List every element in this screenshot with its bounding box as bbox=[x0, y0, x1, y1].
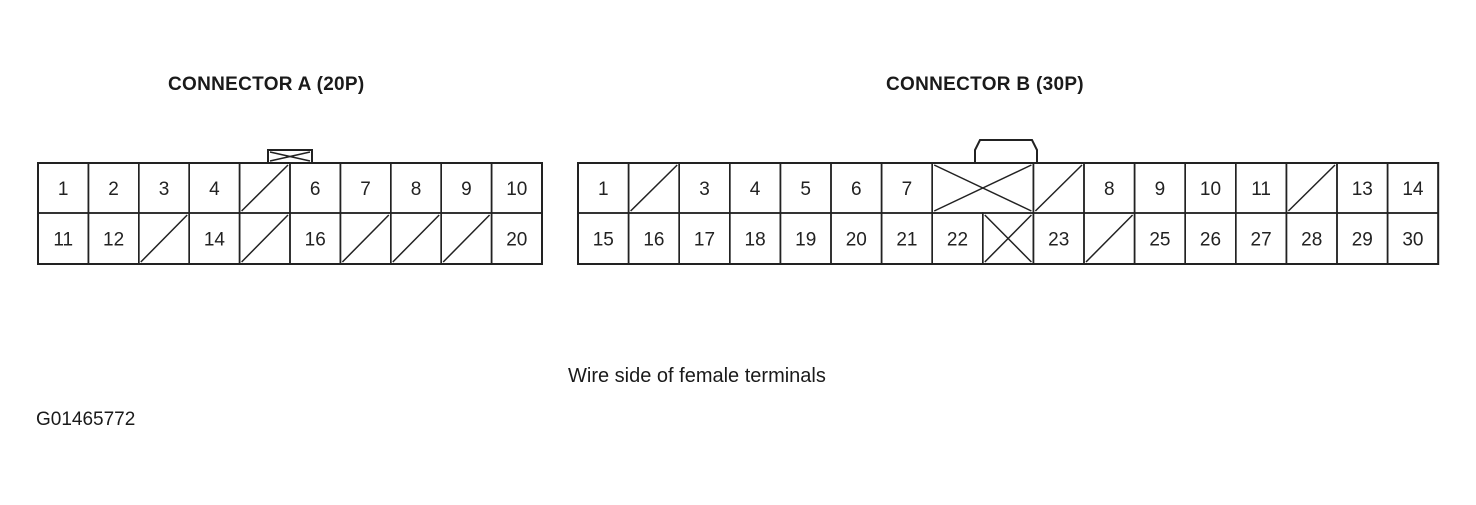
terminal-number: 30 bbox=[1402, 230, 1423, 251]
terminal-number: 3 bbox=[159, 179, 170, 200]
connector-b-body bbox=[577, 162, 1440, 265]
terminal-number: 18 bbox=[745, 230, 766, 251]
terminal-number: 10 bbox=[506, 179, 527, 200]
terminal-number: 12 bbox=[103, 230, 124, 251]
unused-terminal-slash bbox=[1085, 214, 1134, 263]
terminal-number: 6 bbox=[310, 179, 321, 200]
unused-terminal-slash bbox=[341, 214, 390, 263]
terminal-number: 22 bbox=[947, 230, 968, 251]
terminal-number: 14 bbox=[1402, 179, 1424, 200]
diagram-caption: Wire side of female terminals bbox=[568, 365, 826, 387]
unused-terminal-slash bbox=[241, 164, 289, 212]
terminal-number: 7 bbox=[360, 179, 371, 200]
terminal-number: 28 bbox=[1301, 230, 1322, 251]
terminal-number: 27 bbox=[1251, 230, 1272, 251]
lock-tab bbox=[974, 139, 1038, 163]
terminal-number: 3 bbox=[699, 179, 710, 200]
connector-a-body bbox=[37, 162, 543, 265]
terminal-number: 16 bbox=[643, 230, 664, 251]
terminal-number: 23 bbox=[1048, 230, 1069, 251]
terminal-number: 1 bbox=[598, 179, 609, 200]
unused-terminal-slash bbox=[442, 214, 491, 263]
terminal-number: 11 bbox=[1251, 179, 1271, 200]
unused-terminal-slash bbox=[392, 214, 440, 263]
terminal-number: 21 bbox=[896, 230, 917, 251]
terminal-number: 1 bbox=[58, 179, 69, 200]
terminal-number: 9 bbox=[1155, 179, 1166, 200]
terminal-number: 13 bbox=[1352, 179, 1373, 200]
lock-tab-cross bbox=[269, 151, 311, 162]
terminal-number: 14 bbox=[204, 230, 226, 251]
terminal-number: 7 bbox=[902, 179, 913, 200]
terminal-number: 11 bbox=[53, 230, 73, 251]
terminal-number: 10 bbox=[1200, 179, 1221, 200]
terminal-number: 6 bbox=[851, 179, 862, 200]
terminal-number: 8 bbox=[1104, 179, 1115, 200]
terminal-number: 16 bbox=[305, 230, 326, 251]
terminal-number: 20 bbox=[846, 230, 867, 251]
terminal-number: 8 bbox=[411, 179, 422, 200]
terminal-number: 9 bbox=[461, 179, 472, 200]
unused-terminal-slash bbox=[1287, 164, 1336, 212]
terminal-number: 26 bbox=[1200, 230, 1221, 251]
terminal-number: 25 bbox=[1149, 230, 1170, 251]
unused-terminal-slash bbox=[241, 214, 289, 263]
terminal-number: 4 bbox=[209, 179, 220, 200]
terminal-number: 17 bbox=[694, 230, 715, 251]
unused-terminal-slash bbox=[140, 214, 188, 263]
terminal-number: 19 bbox=[795, 230, 816, 251]
unused-terminal-slash bbox=[1034, 164, 1083, 212]
terminal-number: 15 bbox=[593, 230, 614, 251]
connector-b-title: CONNECTOR B (30P) bbox=[886, 74, 1084, 95]
figure-id: G01465772 bbox=[36, 409, 136, 430]
unused-terminal-slash bbox=[630, 164, 678, 212]
terminal-number: 5 bbox=[800, 179, 811, 200]
terminal-number: 4 bbox=[750, 179, 761, 200]
terminal-number: 2 bbox=[108, 179, 119, 200]
blocked-slot-cross bbox=[984, 214, 1032, 263]
terminal-number: 29 bbox=[1352, 230, 1373, 251]
connector-a-title: CONNECTOR A (20P) bbox=[168, 74, 365, 95]
terminal-number: 20 bbox=[506, 230, 527, 251]
blocked-slot-cross bbox=[933, 164, 1032, 212]
